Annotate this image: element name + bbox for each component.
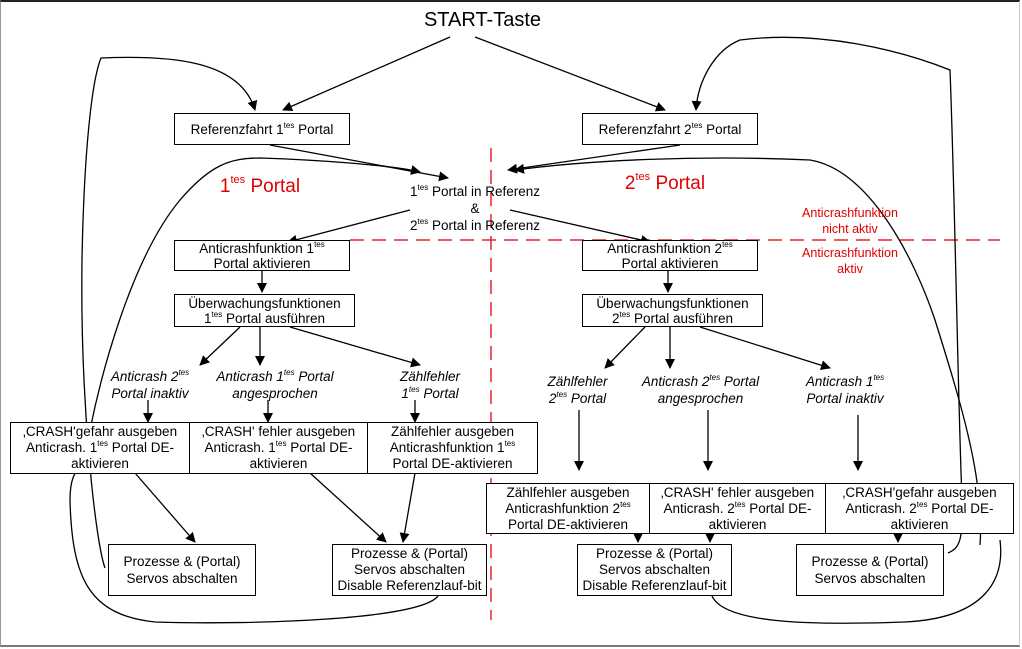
box-action-portal2-crash-error: ‚CRASH' fehler ausgeben Anticrash. 2tes … bbox=[649, 483, 826, 534]
condition-portal2-anticrash1-inactive: Anticrash 1tes Portal inaktiv bbox=[805, 373, 885, 407]
box-shutdown-portal2-servos: Prozesse & (Portal) Servos abschalten bbox=[796, 544, 944, 596]
arrow-ref1-join bbox=[269, 144, 449, 182]
zone-label-inactive: Anticrashfunktion nicht aktiv bbox=[802, 206, 898, 236]
box-action-portal2-count-error: Zählfehler ausgeben Anticrashfunktion 2t… bbox=[486, 483, 650, 534]
arrow-start-ref2 bbox=[474, 36, 666, 112]
start-button-label: START-Taste bbox=[423, 9, 542, 31]
arrow-action2-shutdown1b bbox=[309, 472, 387, 543]
condition-portal1-count-error: Zählfehler 1tes Portal bbox=[399, 369, 461, 401]
box-activate-anticrash-portal1: Anticrashfunktion 1tes Portal aktivieren bbox=[174, 240, 350, 271]
box-shutdown-portal1-disable-reference: Prozesse & (Portal) Servos abschalten Di… bbox=[332, 544, 487, 596]
box-shutdown-portal2-disable-reference: Prozesse & (Portal) Servos abschalten Di… bbox=[577, 544, 732, 596]
arrow-join-activate2 bbox=[509, 209, 651, 245]
arrow-monitor2-cond1 bbox=[604, 326, 646, 369]
zone-label-active: Anticrashfunktion aktiv bbox=[802, 246, 898, 276]
box-shutdown-portal1-servos: Prozesse & (Portal) Servos abschalten bbox=[108, 544, 256, 596]
condition-portal2-anticrash2-triggered: Anticrash 2tes Portal angesprochen bbox=[641, 373, 760, 407]
box-monitoring-portal1: Überwachungsfunktionen 1tes Portal ausfü… bbox=[174, 294, 355, 327]
loop-left-outer bbox=[81, 56, 258, 569]
arrow-monitor1-cond3 bbox=[289, 326, 421, 368]
arrow-monitor1-cond1 bbox=[199, 326, 241, 366]
arrow-action1-shutdown1a bbox=[134, 472, 196, 543]
box-monitoring-portal2: Überwachungsfunktionen 2tes Portal ausfü… bbox=[582, 294, 763, 327]
arrow-action3-shutdown1b bbox=[399, 472, 416, 543]
box-action-portal1-crash-error: ‚CRASH' fehler ausgeben Anticrash. 1tes … bbox=[189, 422, 368, 474]
box-action-portal1-count-error: Zählfehler ausgeben Anticrashfunktion 1t… bbox=[367, 422, 538, 474]
box-action-portal1-crash-danger: ‚CRASH'gefahr ausgeben Anticrash. 1tes P… bbox=[10, 422, 190, 474]
condition-portal1-anticrash2-inactive: Anticrash 2tes Portal inaktiv bbox=[110, 368, 190, 402]
section-title-portal1: 1tes Portal bbox=[219, 174, 301, 197]
box-action-portal2-crash-danger: ‚CRASH'gefahr ausgeben Anticrash. 2tes P… bbox=[825, 483, 1014, 534]
loop-right-inner bbox=[514, 157, 982, 546]
box-activate-anticrash-portal2: Anticrashfunktion 2tes Portal aktivieren bbox=[582, 240, 758, 271]
box-reference-run-portal1: Referenzfahrt 1tes Portal bbox=[174, 113, 350, 145]
loop-shutdown2b-return bbox=[711, 539, 1002, 624]
box-reference-run-portal2: Referenzfahrt 2tes Portal bbox=[582, 113, 758, 145]
label-both-portals-referenced: 1tes Portal in Referenz & 2tes Portal in… bbox=[410, 183, 540, 234]
arrow-start-ref1 bbox=[282, 36, 451, 111]
condition-portal1-anticrash1-triggered: Anticrash 1tes Portal angesprochen bbox=[216, 368, 334, 402]
arrow-monitor2-cond3 bbox=[699, 326, 831, 371]
loop-shutdown1b-return bbox=[69, 469, 439, 624]
arrow-ref2-join bbox=[507, 144, 681, 174]
loop-left-inner bbox=[89, 157, 421, 431]
section-title-portal2: 2tes Portal bbox=[624, 171, 706, 194]
condition-portal2-count-error: Zählfehler 2tes Portal bbox=[547, 374, 608, 406]
arrow-join-activate1 bbox=[287, 209, 411, 245]
